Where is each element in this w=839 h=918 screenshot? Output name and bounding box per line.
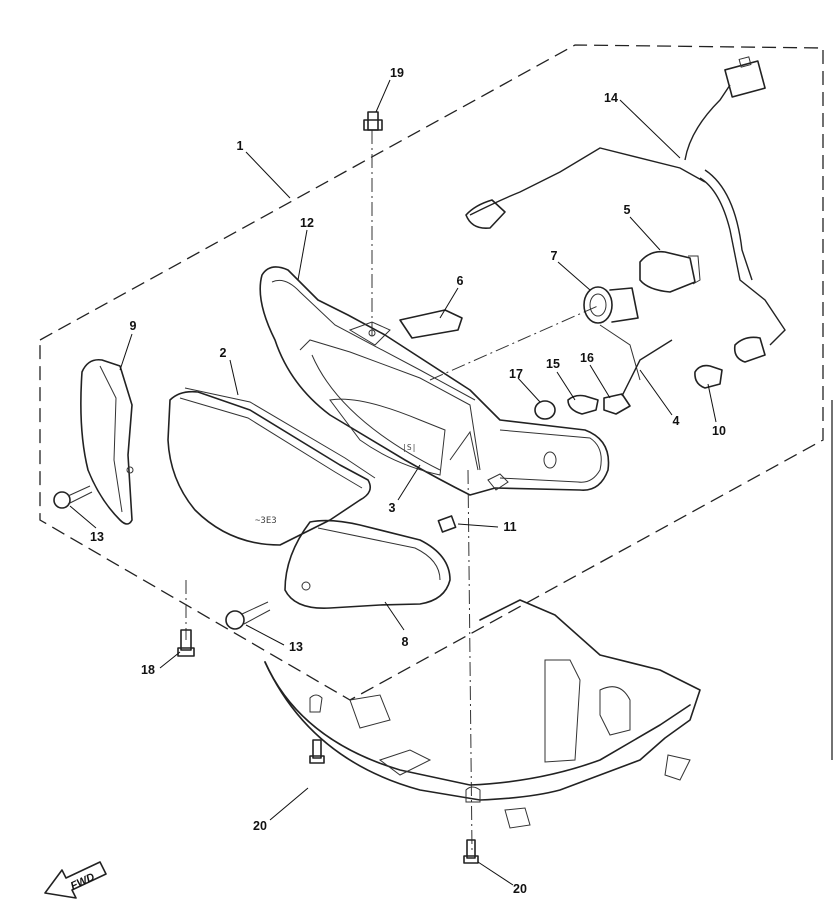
part-5-bulb <box>639 250 701 293</box>
part-16-socket <box>603 339 673 415</box>
callout-7: 7 <box>551 249 558 263</box>
leader-lines <box>69 79 717 886</box>
callout-11: 11 <box>503 520 516 534</box>
callout-9: 9 <box>130 319 137 333</box>
fwd-arrow-icon: FWD <box>44 861 107 899</box>
part-17-grommet <box>534 400 556 420</box>
part-3-reflector: |S| <box>329 398 446 476</box>
callout-14: 14 <box>604 91 618 105</box>
axis-line-20b <box>467 469 473 851</box>
callout-20-bottom: 20 <box>513 882 527 896</box>
callout-5: 5 <box>624 203 631 217</box>
callout-labels: 1 2 3 4 5 6 7 8 9 10 11 12 13 13 14 15 1… <box>90 66 726 896</box>
callout-8: 8 <box>402 635 409 649</box>
callout-4: 4 <box>673 414 680 428</box>
part-8-lower-lens <box>284 519 451 609</box>
lower-cover <box>264 599 701 829</box>
callout-13-left: 13 <box>90 530 104 544</box>
callout-10: 10 <box>712 424 726 438</box>
callout-15: 15 <box>546 357 560 371</box>
axis-line-bulb <box>429 304 601 381</box>
part-10-bulb <box>694 364 723 389</box>
callout-2: 2 <box>220 346 227 360</box>
part-20-bolt-left <box>309 739 325 764</box>
part-15-bulb <box>567 394 599 415</box>
part-9-side-cover <box>80 358 134 525</box>
callout-1: 1 <box>237 139 244 153</box>
part-11-nut <box>437 515 457 533</box>
callout-3: 3 <box>389 501 396 515</box>
callout-20-left: 20 <box>253 819 267 833</box>
part-20-bolt-bottom <box>463 839 479 864</box>
callout-17: 17 <box>509 367 523 381</box>
assembly-dashed-boundary <box>39 44 824 701</box>
callout-16: 16 <box>580 351 594 365</box>
callout-12: 12 <box>300 216 314 230</box>
part-13-screw-center <box>225 601 271 630</box>
callout-6: 6 <box>457 274 464 288</box>
callout-19: 19 <box>390 66 404 80</box>
callout-13-center: 13 <box>289 640 303 654</box>
part-13-screw-left <box>53 485 93 509</box>
part-12-rear-housing <box>259 266 610 496</box>
callout-18: 18 <box>141 663 155 677</box>
part-2-lens: ~3E3 <box>167 387 376 546</box>
part-14-wire-harness <box>465 56 786 363</box>
part-6-label <box>399 309 463 339</box>
svg-text:~3E3: ~3E3 <box>255 516 277 526</box>
svg-text:|S|: |S| <box>402 443 416 452</box>
part-7-socket <box>583 286 641 381</box>
part-19-screw <box>363 111 383 131</box>
part-18-bolt <box>177 629 195 657</box>
